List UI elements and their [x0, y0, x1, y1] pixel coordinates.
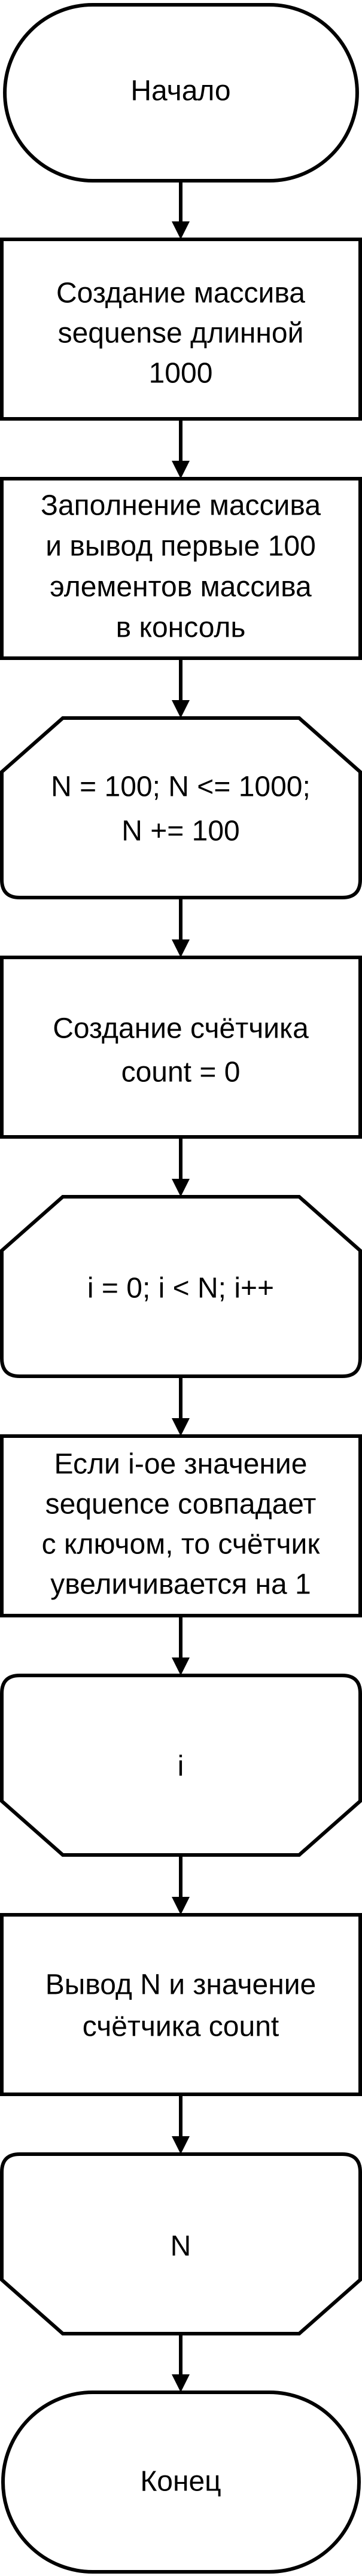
fill-array-line-2: и вывод первые 100 [45, 531, 316, 562]
compare-line-1: Если i-ое значение [54, 1449, 308, 1480]
connector [172, 419, 190, 479]
loop-i-begin-label: i = 0; i < N; i++ [87, 1273, 274, 1304]
start-terminator: Начало [3, 3, 359, 183]
compare-line-3: с ключом, то счётчик [42, 1529, 321, 1561]
connector [172, 1376, 190, 1436]
connector [172, 1855, 190, 1915]
loop-begin-n: N = 100; N <= 1000; N += 100 [0, 716, 362, 899]
connector [172, 2094, 190, 2154]
compare-line-2: sequence совпадает [45, 1489, 317, 1520]
loop-i-end-label: i [178, 1751, 184, 1783]
process-create-array: Создание массива sequense длинной 1000 [0, 238, 362, 421]
fill-array-line-3: элементов массива [50, 571, 312, 603]
connector [172, 181, 190, 239]
connector [172, 2334, 190, 2392]
connector [172, 1137, 190, 1197]
connector [172, 1616, 190, 1675]
loop-end-n: N [0, 2152, 362, 2335]
fill-array-line-4: в консоль [116, 612, 246, 644]
create-array-line-2: sequense длинной [58, 318, 304, 349]
end-label: Конец [140, 2466, 221, 2498]
connector [172, 898, 190, 957]
loop-end-i: i [0, 1674, 362, 1857]
create-array-line-1: Создание массива [56, 278, 305, 309]
end-terminator: Конец [1, 2391, 361, 2574]
output-line-2: счётчика count [83, 2011, 279, 2043]
loop-n-begin-line-2: N += 100 [121, 816, 239, 847]
compare-line-4: увеличивается на 1 [50, 1569, 311, 1601]
loop-begin-i: i = 0; i < N; i++ [0, 1195, 362, 1378]
process-fill-array: Заполнение массива и вывод первые 100 эл… [0, 477, 362, 660]
process-create-counter: Создание счётчика count = 0 [0, 956, 362, 1139]
process-output: Вывод N и значение счётчика count [0, 1913, 362, 2096]
loop-n-end-label: N [171, 2231, 191, 2262]
create-array-line-3: 1000 [149, 358, 213, 390]
create-counter-line-2: count = 0 [121, 1057, 241, 1088]
output-line-1: Вывод N и значение [45, 1969, 316, 2001]
connector [172, 658, 190, 718]
fill-array-line-1: Заполнение массива [41, 490, 321, 522]
loop-n-begin-line-1: N = 100; N <= 1000; [51, 771, 311, 803]
create-counter-line-1: Создание счётчика [53, 1013, 309, 1045]
start-label: Начало [130, 75, 230, 107]
process-compare: Если i-ое значение sequence совпадает с … [0, 1434, 362, 1617]
